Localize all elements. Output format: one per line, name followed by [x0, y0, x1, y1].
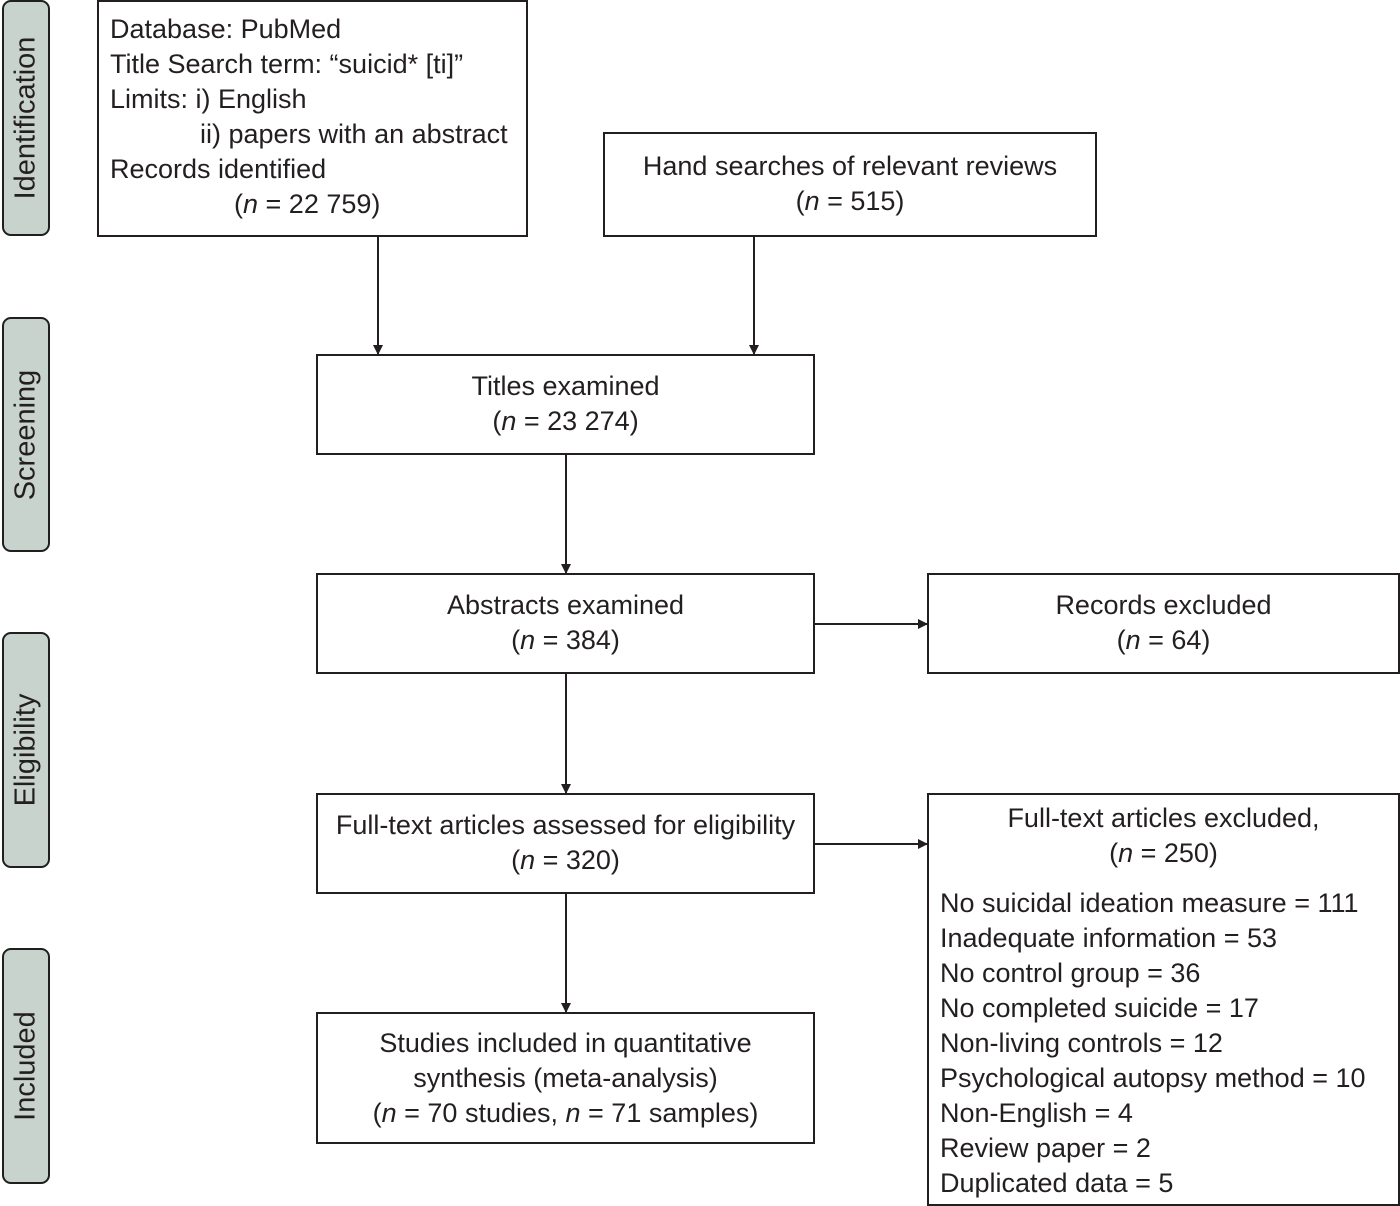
phase-screening: Screening [2, 317, 50, 552]
records-excluded-count: (n = 64) [1116, 625, 1211, 655]
fulltext-assessed-box: Full-text articles assessed for eligibil… [316, 793, 815, 894]
records-excluded-box: Records excluded (n = 64) [927, 573, 1400, 674]
hand-search-count: (n = 515) [795, 186, 905, 216]
fulltext-excluded-label: Full-text articles excluded, [1007, 803, 1320, 833]
exclusion-reason: No suicidal ideation measure = 111 [940, 888, 1359, 918]
hand-search-box: Hand searches of relevant reviews (n = 5… [603, 132, 1097, 237]
studies-included-box: Studies included in quantitative synthes… [316, 1012, 815, 1144]
exclusion-reason: Inadequate information = 53 [940, 923, 1277, 953]
fulltext-assessed-count: (n = 320) [511, 845, 620, 875]
fulltext-assessed-label: Full-text articles assessed for eligibil… [335, 810, 796, 840]
phase-eligibility: Eligibility [2, 632, 50, 868]
studies-included-line2: synthesis (meta-analysis) [413, 1063, 718, 1093]
records-identified-label: Records identified [110, 154, 327, 184]
exclusion-reason: Psychological autopsy method = 10 [940, 1063, 1366, 1093]
titles-examined-label: Titles examined [471, 371, 660, 401]
fulltext-excluded-box: Full-text articles excluded, (n = 250) N… [927, 793, 1400, 1206]
records-identified-count: (n = 22 759) [234, 189, 381, 219]
phase-included: Included [2, 948, 50, 1184]
records-excluded-label: Records excluded [1055, 590, 1272, 620]
studies-included-count: (n = 70 studies, n = 71 samples) [372, 1098, 759, 1128]
database-search-box: Database: PubMed Title Search term: “sui… [97, 0, 528, 237]
hand-search-label: Hand searches of relevant reviews [642, 151, 1058, 181]
exclusion-reason: Non-living controls = 12 [940, 1028, 1223, 1058]
exclusion-reason: Non-English = 4 [940, 1098, 1133, 1128]
abstracts-examined-count: (n = 384) [511, 625, 620, 655]
search-term: Title Search term: “suicid* [ti]” [110, 49, 464, 79]
database-name: Database: PubMed [110, 14, 342, 44]
studies-included-line1: Studies included in quantitative [379, 1028, 752, 1058]
exclusion-reason: Review paper = 2 [940, 1133, 1151, 1163]
exclusion-reason: No completed suicide = 17 [940, 993, 1259, 1023]
exclusion-reasons-list: No suicidal ideation measure = 111 Inade… [929, 886, 1398, 1201]
titles-examined-count: (n = 23 274) [492, 406, 639, 436]
abstracts-examined-label: Abstracts examined [446, 590, 685, 620]
phase-identification: Identification [2, 0, 50, 236]
limit-abstract: ii) papers with an abstract [200, 119, 508, 149]
fulltext-excluded-count: (n = 250) [1109, 838, 1218, 868]
exclusion-reason: No control group = 36 [940, 958, 1201, 988]
abstracts-examined-box: Abstracts examined (n = 384) [316, 573, 815, 674]
limit-english: Limits: i) English [110, 84, 307, 114]
titles-examined-box: Titles examined (n = 23 274) [316, 354, 815, 455]
exclusion-reason: Duplicated data = 5 [940, 1168, 1174, 1198]
